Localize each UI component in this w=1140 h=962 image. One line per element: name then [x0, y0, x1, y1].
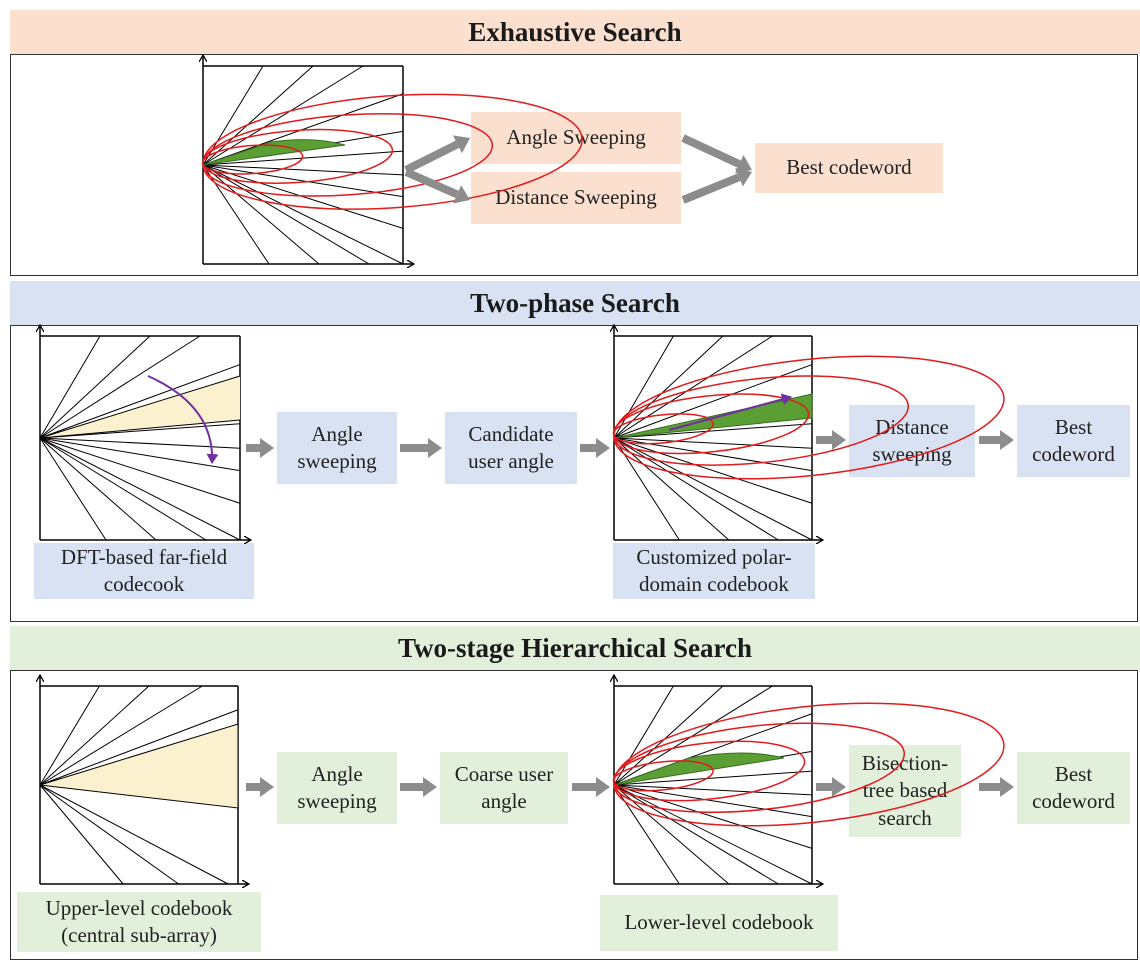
candidate-user-angle-box: Candidate user angle: [445, 412, 577, 484]
best-codeword-box-3: Best codeword: [1017, 752, 1130, 824]
coarse-user-angle-box: Coarse user angle: [440, 752, 568, 824]
lower-codebook-caption: Lower-level codebook: [600, 895, 838, 951]
section-title-exhaustive: Exhaustive Search: [468, 16, 682, 47]
dft-codebook-caption: DFT-based far-field codecook: [34, 543, 254, 599]
section-header-exhaustive: Exhaustive Search: [10, 10, 1140, 54]
two-phase-angle-sweeping-label: Angle sweeping: [297, 421, 377, 473]
distance-sweeping-label-2: Distance sweeping: [872, 414, 952, 466]
distance-sweeping-box-2: Distance sweeping: [849, 405, 975, 477]
bisection-search-label: Bisection- tree based search: [861, 751, 949, 830]
polar-codebook-caption-text: Customized polar- domain codebook: [636, 544, 792, 596]
angle-sweeping-label: Angle Sweeping: [506, 125, 646, 150]
candidate-user-angle-label: Candidate user angle: [468, 421, 554, 473]
section-header-two-phase: Two-phase Search: [10, 281, 1140, 325]
hier-angle-sweeping-box: Angle sweeping: [277, 752, 397, 824]
section-header-hierarchical: Two-stage Hierarchical Search: [10, 626, 1140, 670]
section-title-two-phase: Two-phase Search: [470, 287, 680, 318]
best-codeword-box: Best codeword: [755, 143, 943, 193]
dft-codebook-caption-text: DFT-based far-field codecook: [60, 544, 228, 596]
section-title-hierarchical: Two-stage Hierarchical Search: [398, 632, 752, 663]
best-codeword-box-2: Best codeword: [1017, 405, 1130, 477]
best-codeword-label-2: Best codeword: [1032, 414, 1115, 466]
best-codeword-label-3: Best codeword: [1032, 761, 1115, 813]
hier-angle-sweeping-label: Angle sweeping: [297, 761, 377, 813]
coarse-user-angle-label: Coarse user angle: [454, 761, 554, 813]
lower-codebook-caption-text: Lower-level codebook: [624, 910, 814, 935]
two-phase-angle-sweeping-box: Angle sweeping: [277, 412, 397, 484]
bisection-search-box: Bisection- tree based search: [849, 745, 961, 837]
panel-exhaustive: [10, 54, 1138, 276]
polar-codebook-caption: Customized polar- domain codebook: [613, 543, 815, 599]
distance-sweeping-label: Distance Sweeping: [495, 185, 657, 210]
upper-codebook-caption-text: Upper-level codebook (central sub-array): [45, 895, 233, 947]
best-codeword-label: Best codeword: [786, 155, 912, 180]
distance-sweeping-box: Distance Sweeping: [471, 172, 681, 224]
angle-sweeping-box: Angle Sweeping: [471, 112, 681, 164]
upper-codebook-caption: Upper-level codebook (central sub-array): [17, 892, 261, 952]
